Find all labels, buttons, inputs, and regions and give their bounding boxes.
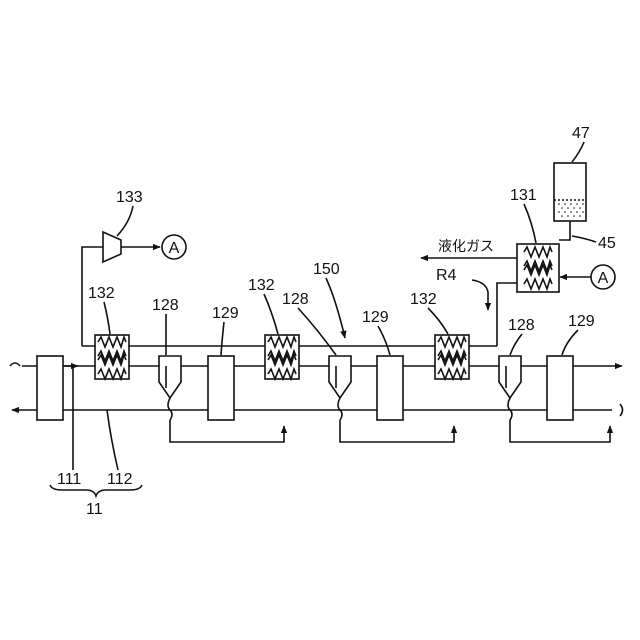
heat-exchanger-132-2	[265, 335, 299, 379]
label-129-3: 129	[568, 313, 595, 330]
label-45: 45	[598, 235, 616, 252]
label-150: 150	[313, 261, 340, 278]
label-111: 111	[57, 471, 81, 488]
tank-47	[554, 163, 586, 221]
drain-line-3	[510, 420, 610, 442]
label-128-3: 128	[508, 317, 535, 334]
drain-line-2	[340, 420, 454, 442]
label-129-2: 129	[362, 309, 389, 326]
label-129-1: 129	[212, 305, 239, 322]
heat-exchanger-132-3	[435, 335, 469, 379]
label-131: 131	[510, 187, 537, 204]
return-pipe	[12, 404, 623, 416]
label-132-2: 132	[248, 277, 275, 294]
unit-129-1	[208, 356, 234, 420]
label-133: 133	[116, 189, 143, 206]
label-47: 47	[572, 125, 590, 142]
label-132-1: 132	[88, 285, 115, 302]
line-45	[559, 221, 570, 240]
label-132-3: 132	[410, 291, 437, 308]
connector-a-top-label: A	[169, 240, 180, 257]
label-128-1: 128	[152, 297, 179, 314]
unit-11-box	[37, 356, 63, 420]
unit-129-3	[547, 356, 573, 420]
drain-line-1	[170, 420, 284, 442]
heat-exchanger-131	[517, 244, 559, 292]
label-r4: R4	[436, 267, 457, 284]
leader-112	[107, 410, 118, 470]
heat-exchanger-132-1	[95, 335, 129, 379]
label-11: 11	[86, 501, 103, 518]
liquefied-gas-label: 液化ガス	[438, 239, 494, 255]
pipe-to-hx-131	[497, 283, 517, 346]
r4-arrow	[472, 280, 488, 310]
unit-129-2	[377, 356, 403, 420]
label-112: 112	[107, 471, 133, 488]
label-128-2: 128	[282, 291, 309, 308]
connector-a-right-label: A	[598, 270, 609, 287]
compressor-133	[103, 232, 121, 262]
